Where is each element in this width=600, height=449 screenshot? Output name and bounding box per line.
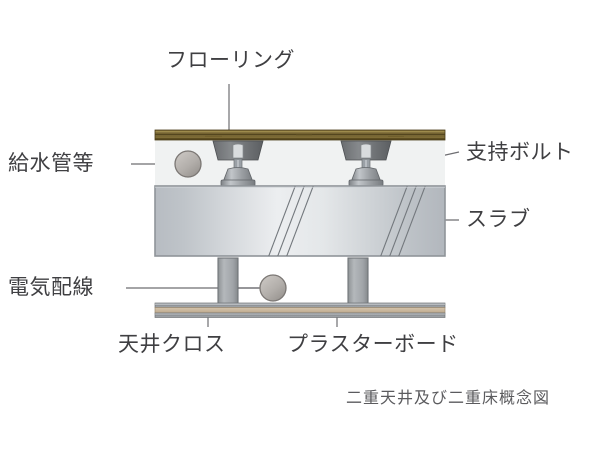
label-slab: スラブ: [466, 207, 531, 231]
label-flooring: フローリング: [166, 48, 295, 72]
diagram-caption: 二重天井及び二重床概念図: [346, 390, 551, 407]
ceiling-layers: [154, 302, 446, 318]
label-water-supply-pipe: 給水管等: [8, 151, 94, 175]
flooring-board: [154, 129, 446, 141]
label-ceiling-cloth: 天井クロス: [118, 332, 226, 356]
electric-wiring-conduit-section: [238, 274, 287, 302]
double-floor-void: [155, 140, 445, 186]
slab-hatch-marks: [268, 186, 426, 256]
water-supply-pipe-section: [174, 150, 202, 178]
ceiling-hanger-posts: [217, 257, 369, 308]
label-plasterboard: プラスターボード: [287, 332, 459, 356]
support-bolt-assembly: [212, 140, 392, 187]
concrete-slab: [154, 185, 446, 257]
label-electric-wiring: 電気配線: [8, 275, 94, 299]
label-support-bolt: 支持ボルト: [466, 140, 574, 164]
